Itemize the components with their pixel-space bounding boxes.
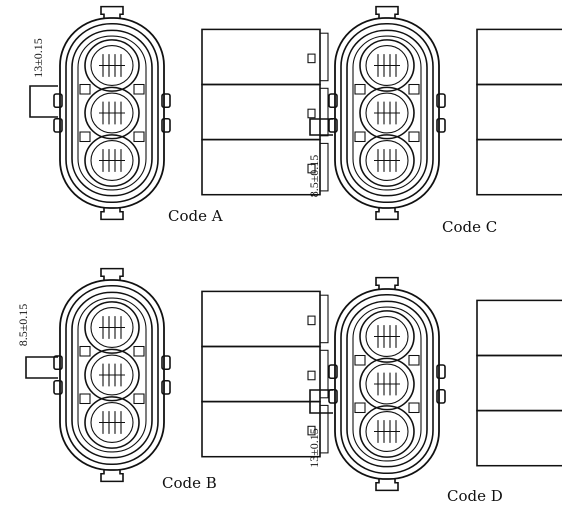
code-label-b: Code B: [162, 474, 217, 492]
connector-code-c: 8.5±0.15 Code C: [307, 5, 562, 236]
connector-code-b: 8.5±0.15 Code B: [16, 267, 329, 492]
dimension-label-d: 13±0.15: [307, 428, 321, 468]
connector-code-d: 13±0.15 Code D: [307, 276, 562, 505]
code-label-d: Code D: [447, 487, 503, 505]
dimension-label-c: 8.5±0.15: [307, 155, 321, 198]
connector-code-a: 13±0.15 Code A: [29, 5, 329, 225]
code-label-c: Code C: [442, 218, 497, 236]
code-label-a: Code A: [168, 207, 223, 225]
dimension-label-a: 13±0.15: [31, 38, 45, 78]
dimension-label-b: 8.5±0.15: [16, 304, 30, 347]
